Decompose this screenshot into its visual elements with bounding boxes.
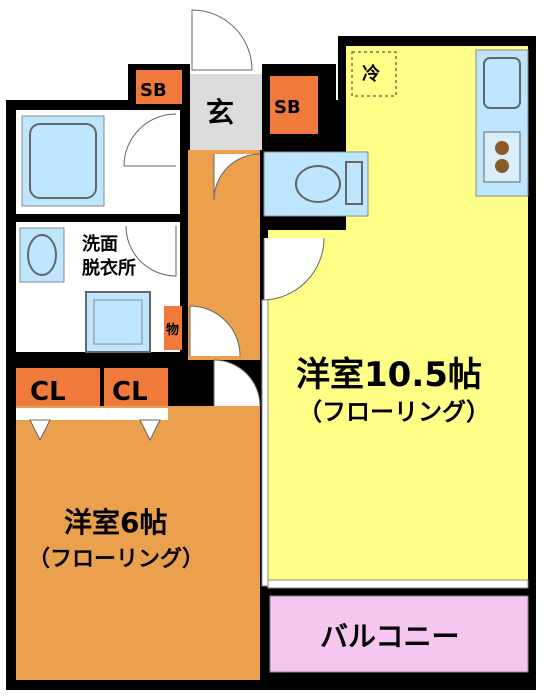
storage-label: 物: [166, 322, 179, 338]
room-western-small-floor: （フローリング）: [28, 546, 204, 572]
balcony-label: バルコニー: [320, 620, 459, 653]
storage-door-swing: [189, 305, 241, 357]
closet-right-label: CL: [112, 377, 148, 407]
washroom-label-line2: 脱衣所: [82, 257, 136, 279]
washroom-label-line1: 洗面: [82, 233, 118, 255]
fridge-label: 冷: [362, 63, 380, 85]
toilet-bowl: [295, 165, 341, 203]
closet-door-marker-right: [139, 419, 161, 442]
room-western-large-neck: [376, 106, 384, 230]
room-western-small: [16, 406, 260, 680]
sb-left-label: SB: [140, 80, 167, 101]
stove-plate: [483, 131, 521, 183]
washing-machine-drum: [93, 299, 143, 345]
closet-left: [16, 368, 100, 406]
room-western-large-floor: （フローリング）: [298, 398, 490, 426]
entrance-door-swing: [191, 9, 253, 71]
sliding-door-divider: [261, 299, 269, 587]
room-western-large-name: 洋室10.5帖: [296, 355, 482, 395]
window-sash: [267, 579, 529, 589]
room-western-large-lower: [268, 230, 528, 586]
stove-burner-bottom: [495, 159, 509, 173]
bathtub-inner: [29, 123, 97, 199]
sb-right-box: [270, 76, 318, 134]
small-room-door-swing: [213, 359, 261, 407]
room-western-small-name: 洋室6帖: [64, 506, 167, 539]
toilet-door-swing: [213, 153, 261, 201]
closet-door-strip: [16, 408, 168, 420]
washroom-door-swing: [125, 225, 177, 277]
closet-right: [104, 368, 168, 406]
sb-right-label: SB: [274, 97, 301, 118]
closet-door-marker-left: [29, 419, 51, 442]
large-room-door-swing: [263, 237, 325, 301]
washbasin-bowl: [27, 234, 57, 276]
kitchen-sink: [483, 57, 521, 109]
sb-left-box: [136, 70, 182, 104]
stove-burner-top: [495, 141, 509, 155]
toilet-tank: [345, 161, 363, 205]
storage-box: [164, 306, 182, 350]
fridge-space: [351, 51, 397, 97]
entrance-floor: [190, 74, 262, 150]
bathroom-door-swing: [123, 113, 177, 167]
closet-left-label: CL: [30, 377, 66, 407]
balcony: [269, 595, 529, 673]
entrance-label: 玄: [206, 96, 234, 129]
